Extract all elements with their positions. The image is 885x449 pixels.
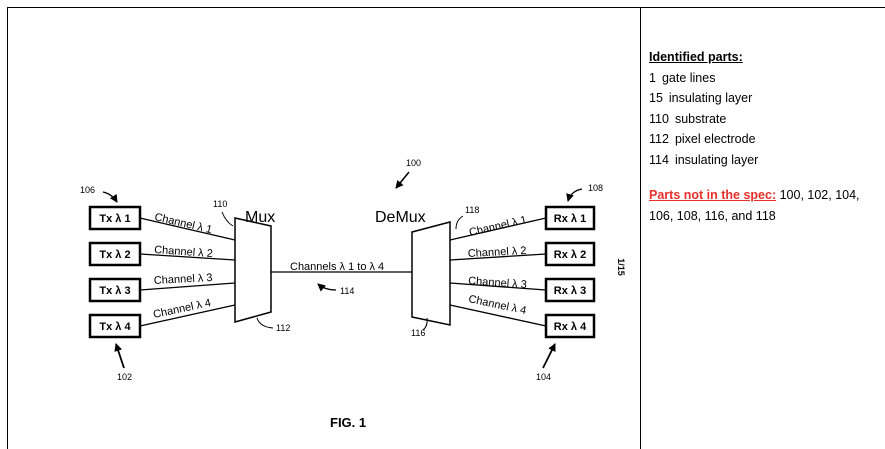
figure-title: FIG. 1 [330, 415, 366, 430]
part-number: 15 [649, 91, 663, 105]
rx-label-1: Rx λ 1 [554, 213, 586, 225]
tx-label-3: Tx λ 3 [99, 285, 130, 297]
tx-label-2: Tx λ 2 [99, 249, 130, 261]
rx-box-3: Rx λ 3 [546, 279, 594, 301]
wdm-diagram: Tx λ 1 Tx λ 2 Tx λ 3 Tx λ 4 Rx λ 1 Rx λ … [0, 0, 640, 449]
ref-102: 102 [117, 372, 132, 382]
tx-box-4: Tx λ 4 [90, 315, 140, 337]
ref-108: 108 [588, 183, 603, 193]
missing-parts-line-2: 106, 108, 116, and 118 [649, 209, 776, 223]
tx-box-1: Tx λ 1 [90, 207, 140, 229]
ref-110-leader [222, 212, 233, 226]
ref-114-arrow [318, 284, 336, 290]
identified-part-row: 1 gate lines [649, 68, 879, 89]
part-name: insulating layer [669, 91, 752, 105]
demux-block [412, 222, 450, 325]
tx-box-2: Tx λ 2 [90, 243, 140, 265]
ref-104: 104 [536, 372, 551, 382]
tx-box-3: Tx λ 3 [90, 279, 140, 301]
ref-118: 118 [465, 205, 479, 215]
rx-channel-label-4: Channel λ 4 [467, 293, 527, 317]
panel-divider [640, 7, 641, 449]
identified-parts-heading: Identified parts: [649, 47, 879, 68]
identified-part-row: 112 pixel electrode [649, 129, 879, 150]
mux-block [235, 218, 271, 322]
ref-100: 100 [406, 158, 421, 168]
part-name: gate lines [662, 71, 716, 85]
rx-channel-label-3: Channel λ 3 [468, 275, 527, 291]
missing-parts-block: Parts not in the spec: 100, 102, 104, 10… [649, 185, 879, 227]
notes-panel: Identified parts: 1 gate lines 15 insulati… [649, 47, 879, 227]
part-number: 114 [649, 153, 669, 167]
missing-parts-line-1: 100, 102, 104, [780, 188, 860, 202]
part-name: substrate [675, 112, 726, 126]
ref-118-leader [456, 216, 463, 229]
rx-box-1: Rx λ 1 [546, 207, 594, 229]
tx-label-4: Tx λ 4 [99, 321, 131, 333]
ref-114: 114 [340, 286, 354, 296]
trunk-label: Channels λ 1 to λ 4 [290, 261, 384, 273]
demux-label: DeMux [375, 209, 426, 226]
tx-channel-label-1: Channel λ 1 [153, 211, 213, 236]
ref-110: 110 [213, 199, 227, 209]
ref-104-arrow [543, 344, 555, 368]
rx-channel-label-1: Channel λ 1 [468, 214, 528, 239]
part-number: 1 [649, 71, 656, 85]
rx-box-4: Rx λ 4 [546, 315, 594, 337]
rx-label-4: Rx λ 4 [554, 321, 587, 333]
ref-100-arrow [396, 172, 409, 188]
tx-label-1: Tx λ 1 [99, 213, 130, 225]
identified-part-row: 114 insulating layer [649, 150, 879, 171]
identified-part-row: 110 substrate [649, 109, 879, 130]
ref-106-arrow [103, 192, 117, 202]
mux-label: Mux [245, 209, 275, 226]
missing-parts-heading: Parts not in the spec: [649, 188, 776, 202]
part-number: 110 [649, 112, 669, 126]
rx-box-2: Rx λ 2 [546, 243, 594, 265]
part-number: 112 [649, 132, 669, 146]
part-name: pixel electrode [675, 132, 756, 146]
ref-112-leader [257, 318, 273, 328]
tx-channel-label-2: Channel λ 2 [154, 244, 213, 260]
part-name: insulating layer [675, 153, 758, 167]
ref-102-arrow [116, 344, 124, 368]
ref-108-arrow [568, 189, 582, 201]
ref-106: 106 [80, 185, 95, 195]
sheet-number: 1/15 [616, 252, 626, 282]
identified-part-row: 15 insulating layer [649, 88, 879, 109]
rx-label-3: Rx λ 3 [554, 285, 586, 297]
ref-112: 112 [276, 323, 290, 333]
rx-channel-label-2: Channel λ 2 [468, 245, 527, 260]
rx-label-2: Rx λ 2 [554, 249, 586, 261]
